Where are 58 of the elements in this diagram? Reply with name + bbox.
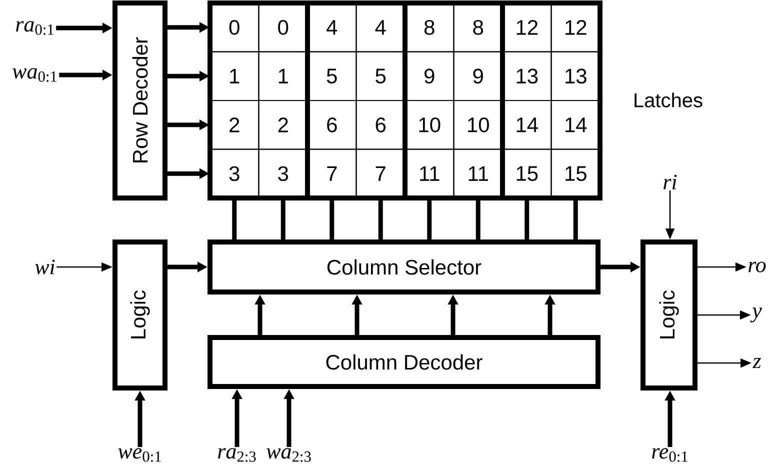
latch-cell: 2 [258,100,308,150]
latch-cell: 3 [210,148,260,198]
latch-cell: 7 [307,148,357,198]
latch-cell: 14 [502,100,552,150]
latch-cell: 5 [307,51,357,101]
latch-cell: 6 [307,100,357,150]
signal-label: re$_{0:1}$ [652,448,688,462]
latch-array [208,0,602,200]
signal-label: wa$_{0:1}$ [12,68,56,82]
connector-line [330,198,334,240]
connector-line [427,198,432,240]
latch-cell: 15 [502,148,552,198]
latch-cell: 3 [258,148,308,198]
latch-cell: 15 [550,148,600,198]
connector-line [476,198,480,240]
signal-label: wi [35,260,55,274]
latch-cell: 13 [502,51,552,101]
latch-cell: 11 [453,148,503,198]
signal-label: ra$_{0:1}$ [16,21,54,35]
latch-cell: 5 [356,51,406,101]
signal-label: z [752,358,761,368]
connector-line [232,198,237,240]
block-box: Logic [640,240,698,390]
signal-label: ro [748,262,766,272]
signal-label: wa$_{2:3}$ [266,448,311,462]
latch-cell: 9 [453,51,503,101]
block-box: Row Decoder [112,0,168,200]
latch-cell: 12 [550,2,600,52]
latch-cell: 10 [404,100,454,150]
latch-cell: 10 [453,100,503,150]
latch-cell: 12 [502,2,552,52]
latch-cell: 14 [550,100,600,150]
connector-line [378,198,383,240]
latch-cell: 6 [356,100,406,150]
connector-line [573,198,578,240]
latch-cell: 2 [210,100,260,150]
connector-line [280,198,286,240]
latch-cell: 11 [404,148,454,198]
latch-cell: 4 [307,2,357,52]
latch-cell: 13 [550,51,600,101]
connector-line [524,198,530,240]
latch-cell: 7 [356,148,406,198]
latch-cell: 8 [404,2,454,52]
signal-label: ra$_{2:3}$ [218,448,256,462]
latch-cell: 1 [210,51,260,101]
latch-cell: 9 [404,51,454,101]
latch-cell: 8 [453,2,503,52]
signal-label: ri [664,174,677,190]
block-box: Logic [112,240,168,390]
latch-cell: 4 [356,2,406,52]
block-box: Column Decoder [208,335,600,389]
side-label: Latches [634,92,702,108]
signal-label: we$_{0:1}$ [118,448,161,462]
block-box: Column Selector [208,240,600,294]
latch-cell: 1 [258,51,308,101]
latch-cell: 0 [210,2,260,52]
latch-cell: 0 [258,2,308,52]
signal-label: y [750,308,762,322]
